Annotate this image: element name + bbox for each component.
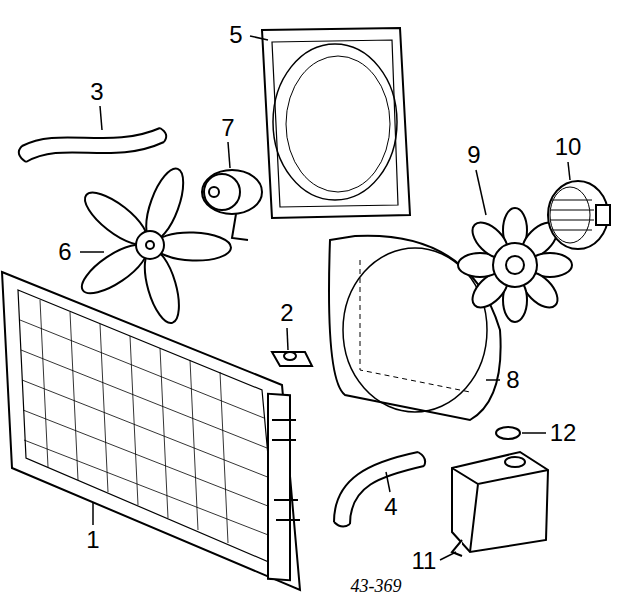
callout-number: 5 <box>227 22 244 48</box>
coolant-reservoir <box>452 452 548 556</box>
reservoir-cap <box>496 427 520 439</box>
fan-motor <box>202 170 262 240</box>
leader-lines <box>80 36 570 560</box>
upper-hose <box>19 128 166 162</box>
radiator <box>2 272 300 590</box>
lower-hose <box>334 452 425 527</box>
callout-number: 4 <box>382 494 399 520</box>
callout-number: 3 <box>88 79 105 105</box>
upper-shroud <box>262 28 410 218</box>
gasket <box>272 352 312 366</box>
callout-number: 7 <box>219 115 236 141</box>
callout-number: 8 <box>504 367 521 393</box>
callout-number: 12 <box>548 420 579 446</box>
callout-number: 9 <box>465 142 482 168</box>
figure-code: 43-369 <box>349 576 404 596</box>
callout-number: 6 <box>56 239 73 265</box>
callout-number: 2 <box>278 300 295 326</box>
callout-number: 1 <box>84 527 101 553</box>
callout-number: 10 <box>553 134 584 160</box>
callout-number: 11 <box>410 548 439 574</box>
fan-clutch <box>548 181 610 249</box>
